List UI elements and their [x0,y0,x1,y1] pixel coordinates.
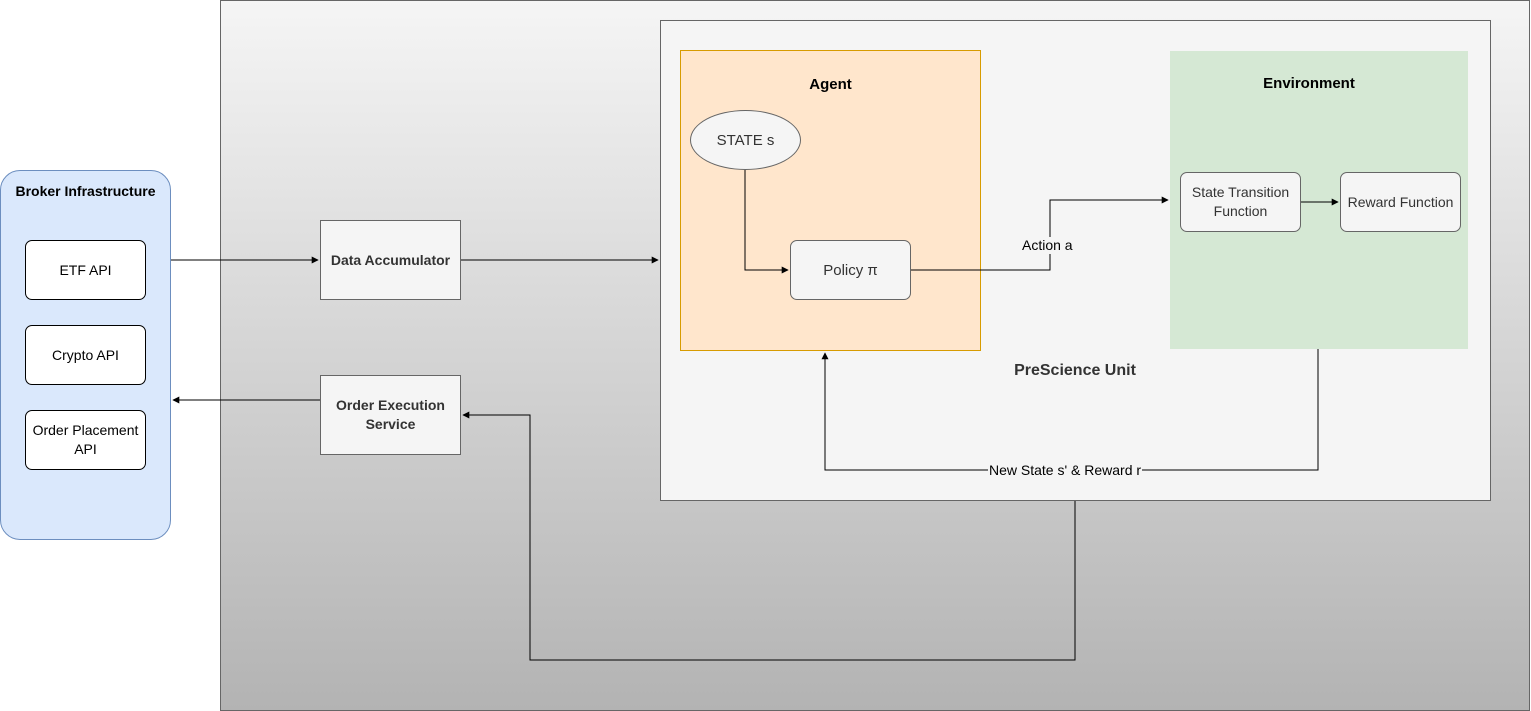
feedback-edge [821,349,1319,471]
action-edge [911,196,1169,271]
etf-api-box[interactable]: ETF API [25,240,146,300]
agent-group [680,50,981,351]
environment-title: Environment [1263,75,1355,92]
prescience-unit-label: PreScience Unit [1014,362,1136,379]
reward-function-box[interactable]: Reward Function [1340,172,1461,232]
order-execution-service-box[interactable]: Order Execution Service [320,375,461,455]
feedback-edge-label: New State s' & Reward r [988,462,1143,479]
prescience-to-order-execution-edge [462,411,1076,661]
policy-box[interactable]: Policy π [790,240,911,300]
crypto-api-box[interactable]: Crypto API [25,325,146,385]
action-edge-label: Action a [1020,237,1075,254]
state-ellipse[interactable]: STATE s [690,110,801,170]
agent-title: Agent [809,76,852,93]
order-placement-api-box[interactable]: Order Placement API [25,410,146,470]
state-to-policy-edge [744,170,789,274]
data-accumulator-box[interactable]: Data Accumulator [320,220,461,300]
broker-infrastructure-title: Broker Infrastructure [15,183,156,199]
state-transition-function-box[interactable]: State Transition Function [1180,172,1301,232]
